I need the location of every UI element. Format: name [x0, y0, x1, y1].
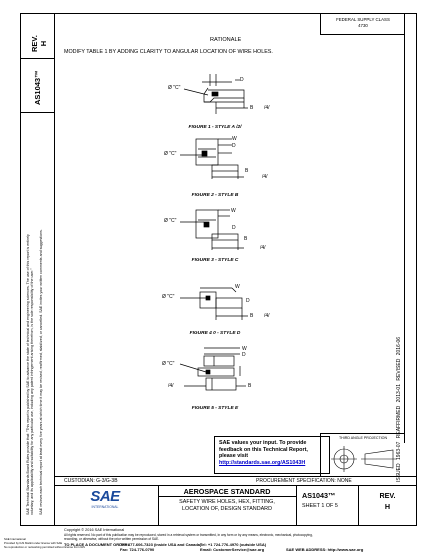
- left-column-divider: [54, 13, 55, 526]
- tb-rev-label: REV.: [379, 491, 396, 500]
- header-rev-label: REV.: [30, 35, 39, 52]
- title-block-mid: [54, 485, 417, 486]
- doc-title-line1: SAFETY WIRE HOLES, HEX, FITTING,: [179, 499, 275, 505]
- fig2-label-w: W: [232, 136, 237, 142]
- footer-tel: Tel: 877-606-7323 (inside USA and Canada…: [120, 542, 202, 547]
- fig1-label-c: Ø "C": [168, 85, 181, 91]
- fig3-label-b: B: [244, 236, 248, 242]
- figure-1-caption: FIGURE 1 - STYLE A /2/: [188, 125, 242, 130]
- fig4-label-4: /4/: [264, 313, 270, 319]
- sae-logo: SAE INTERNATIONAL: [85, 488, 125, 518]
- procurement-spec: PROCUREMENT SPECIFICATION: NONE: [256, 478, 352, 484]
- footer-fax: Fax: 724-776-0790: [120, 547, 155, 552]
- fig1-label-4: /4/: [264, 105, 270, 111]
- fig5-label-c: Ø "C": [162, 361, 175, 367]
- fsc-box: FEDERAL SUPPLY CLASS 4730: [320, 13, 404, 35]
- title-block-top: [54, 476, 417, 477]
- tb-rev-value: H: [384, 502, 391, 511]
- fig3-label-c: Ø "C": [164, 218, 177, 224]
- fig2-label-b: B: [245, 168, 249, 174]
- fig2-label-c: Ø "C": [164, 151, 177, 157]
- footer-rights2: recording, or otherwise, without the pri…: [64, 537, 160, 541]
- figure-3-caption: FIGURE 3 - STYLE C: [191, 258, 239, 263]
- fig5-label-d: D: [242, 352, 246, 358]
- figure-5-drawing: W D Ø "C" /4/ B: [140, 346, 290, 402]
- fig1-label-b: B: [250, 105, 254, 111]
- left-margin-line2: voluntary, and its applicability and sui…: [30, 268, 35, 515]
- fig1-label-d: D: [240, 77, 244, 83]
- fig4-label-b: B: [250, 313, 254, 319]
- figure-5-caption: FIGURE 5 - STYLE E: [191, 406, 239, 411]
- figure-3-drawing: W Ø "C" D B /4/: [140, 208, 290, 254]
- footer-web[interactable]: SAE WEB ADDRESS: http://www.sae.org: [286, 547, 364, 552]
- footer-left2: Provided by IHS Markit under license wit…: [4, 541, 63, 545]
- header-rev-value: H: [39, 40, 48, 47]
- rev-box-bottom: [20, 58, 54, 59]
- fig2-label-4: /4/: [262, 174, 268, 180]
- page-frame: [20, 13, 417, 526]
- fig5-label-b: B: [248, 383, 252, 389]
- custodian: CUSTODIAN: G-3/G-3B: [64, 478, 118, 484]
- feedback-notice: SAE values your input. To provide feedba…: [214, 436, 330, 474]
- header-rev: REV. H: [30, 35, 48, 52]
- figure-4-caption: FIGURE 4 0 - STYLE D: [189, 331, 241, 336]
- standard-type: AEROSPACE STANDARD: [183, 487, 271, 496]
- fig5-label-w: W: [242, 346, 247, 352]
- tb-div-1: [158, 485, 159, 526]
- docnum-box-bottom: [20, 112, 54, 113]
- rationale-title: RATIONALE: [210, 37, 242, 43]
- sae-logo-text: SAE: [90, 488, 120, 505]
- standard-type-underline: [158, 496, 296, 497]
- projection-symbol: [331, 446, 397, 472]
- fig3-label-4: /4/: [260, 245, 266, 251]
- fsc-label: FEDERAL SUPPLY CLASS: [336, 17, 390, 22]
- header-doc-number: AS1043™: [33, 70, 42, 105]
- fsc-code: 4730: [358, 23, 368, 28]
- footer-order: TO PLACE A DOCUMENT ORDER:: [64, 542, 129, 547]
- projection-box: THIRD ANGLE PROJECTION: [320, 433, 404, 476]
- footer-copyright: Copyright © 2016 SAE International: [64, 528, 125, 532]
- projection-label: THIRD ANGLE PROJECTION: [338, 436, 388, 440]
- fig2-label-d: D: [232, 143, 236, 149]
- tb-div-3: [358, 485, 359, 526]
- fig5-label-4: /4/: [168, 383, 174, 389]
- left-margin-legal: SAE Technical Standards Board Rules prov…: [26, 125, 43, 515]
- fig3-label-w: W: [231, 208, 236, 214]
- figure-2-drawing: W D Ø "C" B /4/: [140, 135, 290, 183]
- footer-tel2: Tel: +1 724-776-4970 (outside USA): [200, 542, 267, 547]
- fig4-label-w: W: [235, 284, 240, 290]
- tb-sheet: SHEET 1 OF 5: [302, 503, 338, 509]
- feedback-link[interactable]: http://standards.sae.org/AS1043H: [219, 459, 306, 466]
- footer-left1: SAE International: [4, 537, 26, 541]
- fig4-label-d: D: [246, 298, 250, 304]
- tb-div-2: [296, 485, 297, 526]
- figure-2-caption: FIGURE 2 - STYLE B: [191, 193, 239, 198]
- doc-title-line2: LOCATION OF, DESIGN STANDARD: [182, 506, 272, 512]
- fig4-label-c: Ø "C": [162, 294, 175, 300]
- right-column-divider: [404, 13, 405, 443]
- sae-logo-sub: INTERNATIONAL: [91, 505, 119, 509]
- left-margin-line3: SAE reviews each technical report at lea…: [38, 229, 43, 515]
- feedback-text: SAE values your input. To provide feedba…: [219, 440, 308, 460]
- footer-rights: All rights reserved. No part of this pub…: [64, 533, 313, 537]
- rationale-text: MODIFY TABLE 1 BY ADDING CLARITY TO ANGU…: [64, 49, 273, 55]
- footer-email[interactable]: Email: CustomerService@sae.org: [200, 547, 265, 552]
- tb-doc-number: AS1043™: [302, 491, 336, 500]
- figure-4-drawing: W Ø "C" D B /4/: [140, 284, 290, 324]
- fig3-label-d: D: [232, 225, 236, 231]
- footer-left3: No reproduction or networking permitted …: [4, 545, 85, 549]
- figure-1-drawing: Ø "C" D B /4/: [140, 68, 290, 120]
